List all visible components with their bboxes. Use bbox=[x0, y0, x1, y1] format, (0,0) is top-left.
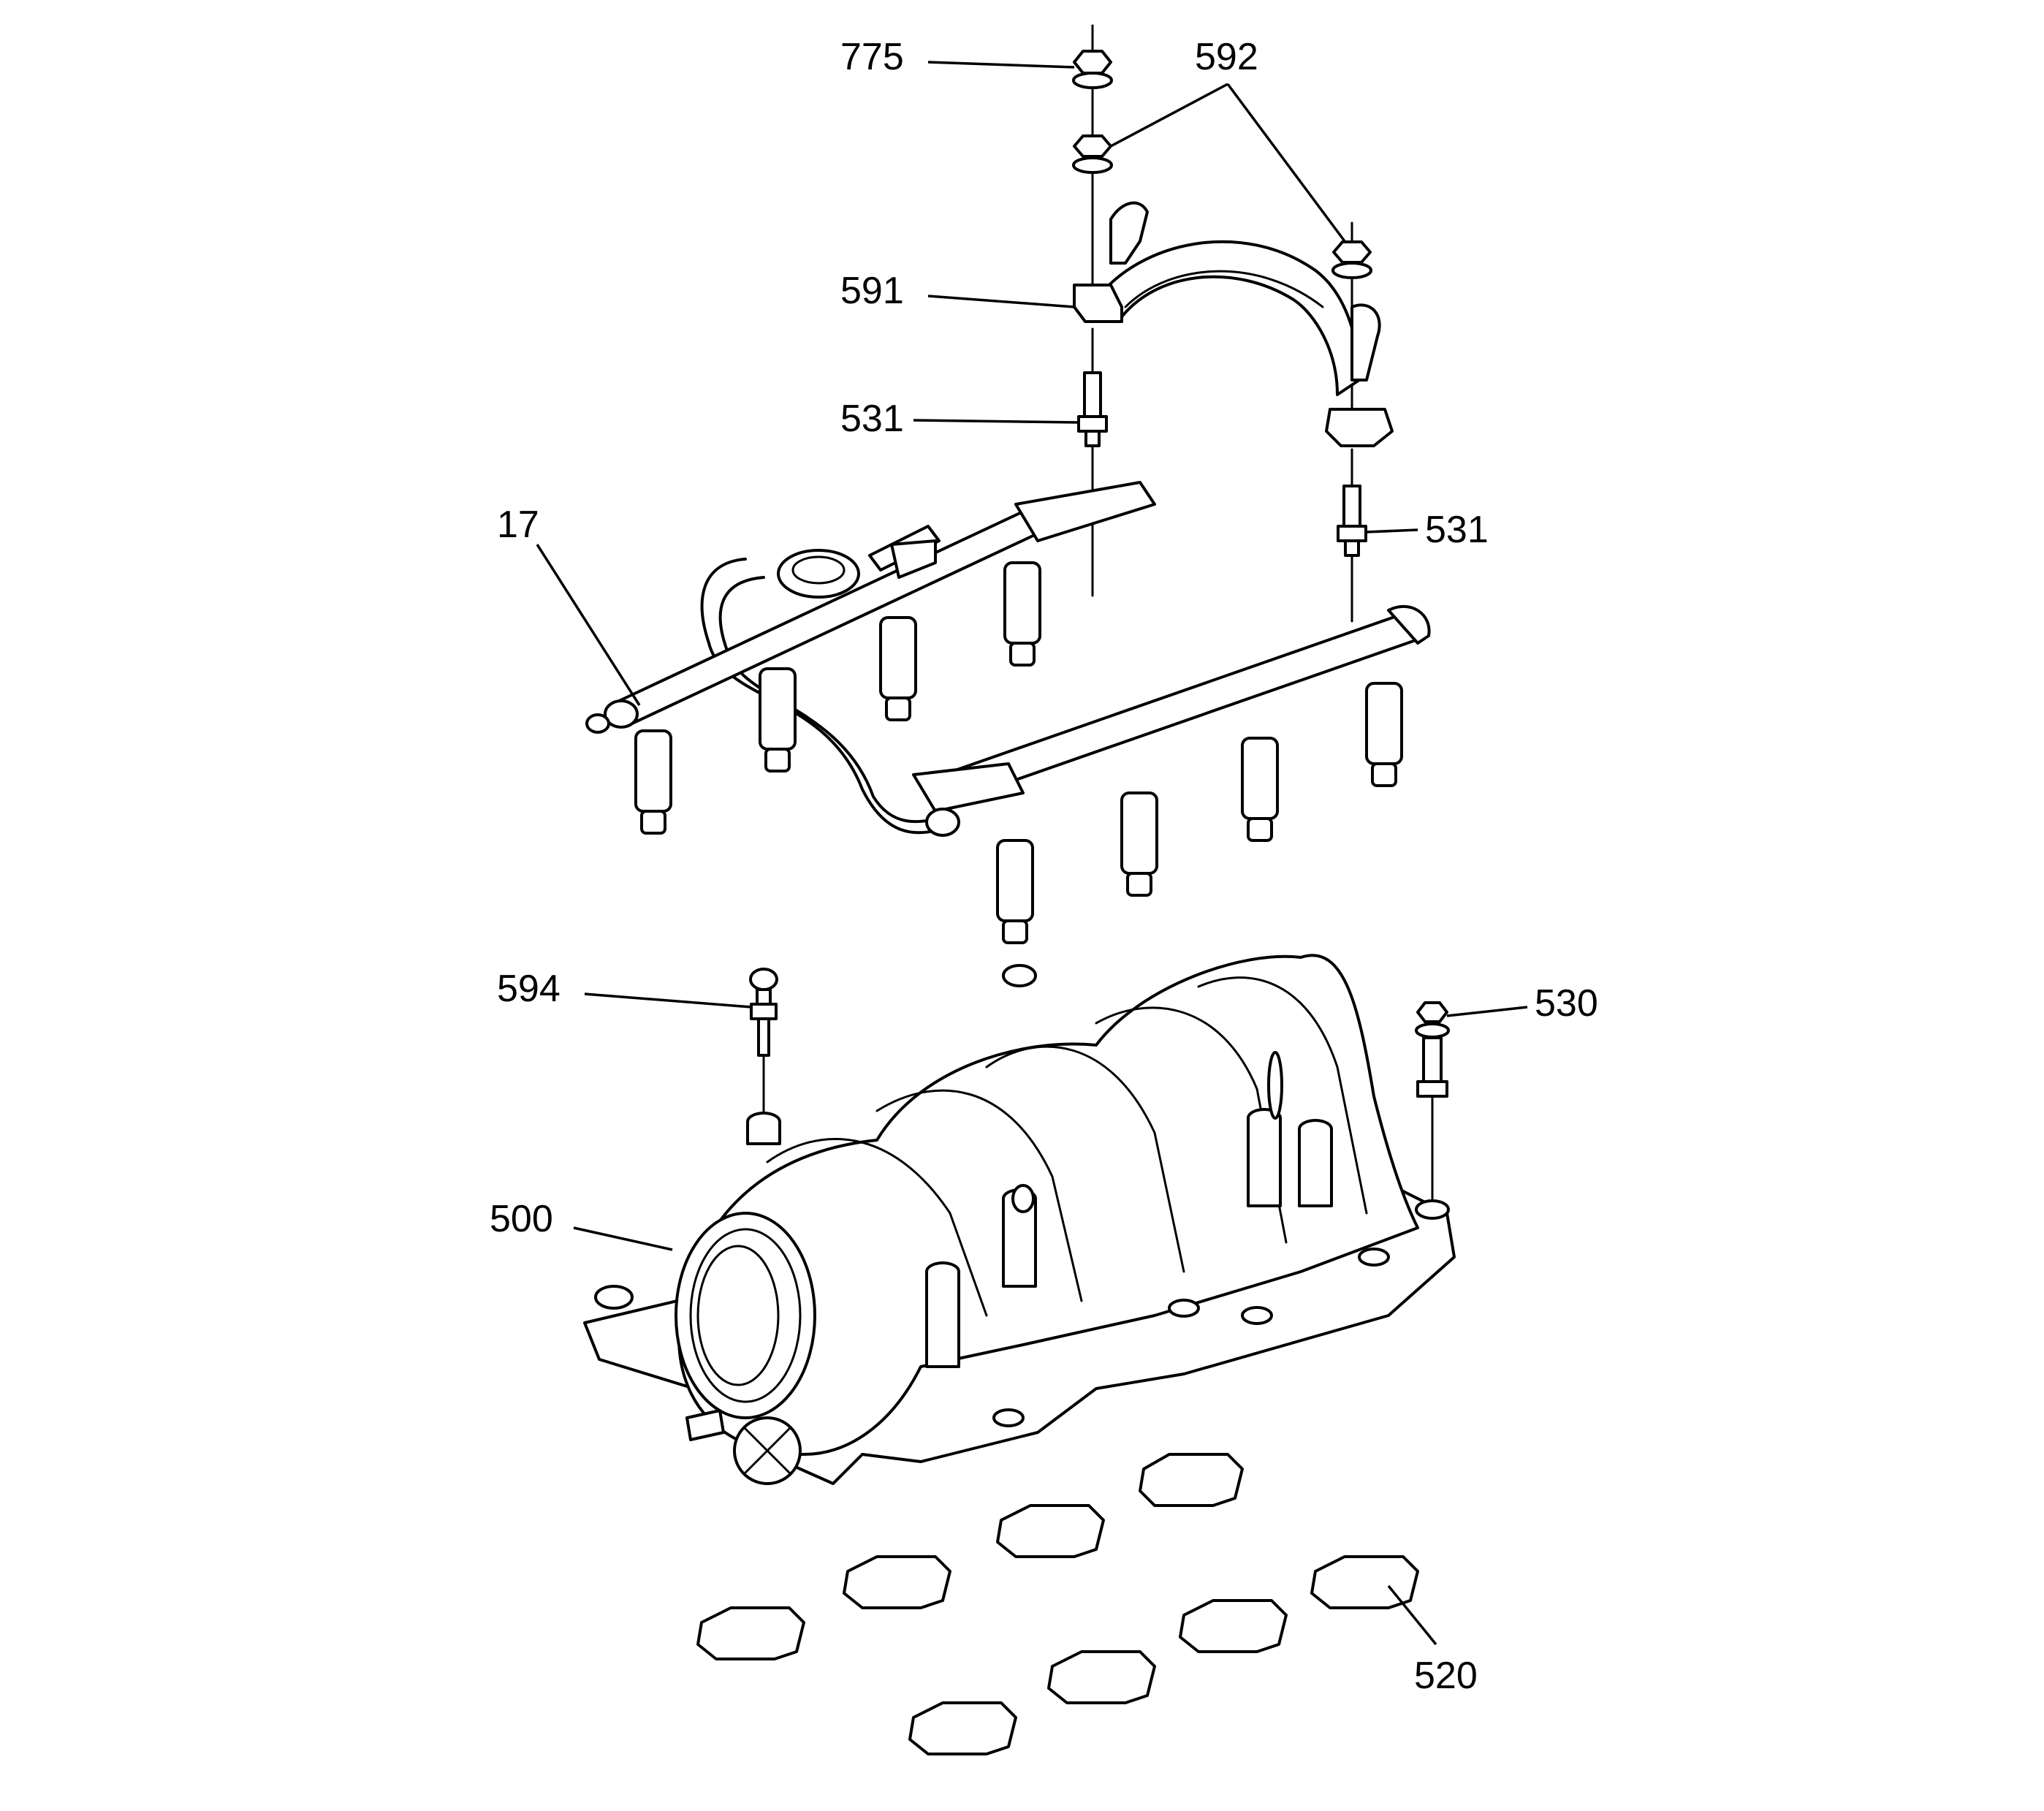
callout-591: 591 bbox=[840, 270, 904, 312]
stud-531-left bbox=[1077, 327, 1108, 597]
fuel-rail-assembly-17 bbox=[585, 481, 1431, 944]
callout-500: 500 bbox=[490, 1198, 553, 1240]
intake-gasket-520 bbox=[696, 1453, 1419, 1755]
injector bbox=[759, 667, 797, 772]
leader-lines bbox=[536, 61, 1528, 1646]
callout-775: 775 bbox=[840, 36, 904, 78]
intake-manifold-500 bbox=[583, 954, 1456, 1485]
callout-17: 17 bbox=[497, 504, 539, 546]
callout-520: 520 bbox=[1414, 1655, 1478, 1697]
injector bbox=[1003, 561, 1041, 667]
stud-531-right bbox=[1337, 448, 1367, 623]
nut-775 bbox=[1072, 24, 1113, 89]
fuel-rail-cover-bracket-591 bbox=[1073, 171, 1394, 447]
bolt-594 bbox=[749, 968, 778, 1120]
nut-592-left bbox=[1072, 86, 1113, 174]
stud-530 bbox=[1415, 1001, 1450, 1200]
callout-594: 594 bbox=[497, 968, 561, 1010]
callout-592: 592 bbox=[1195, 36, 1258, 78]
callout-531-left: 531 bbox=[840, 398, 904, 440]
injector bbox=[634, 729, 672, 835]
callout-530: 530 bbox=[1535, 982, 1598, 1025]
injector bbox=[1365, 682, 1403, 787]
injector bbox=[879, 616, 917, 721]
injector bbox=[1120, 791, 1158, 897]
injector bbox=[1241, 737, 1279, 842]
injector bbox=[996, 839, 1034, 944]
callout-531-right: 531 bbox=[1425, 509, 1489, 551]
